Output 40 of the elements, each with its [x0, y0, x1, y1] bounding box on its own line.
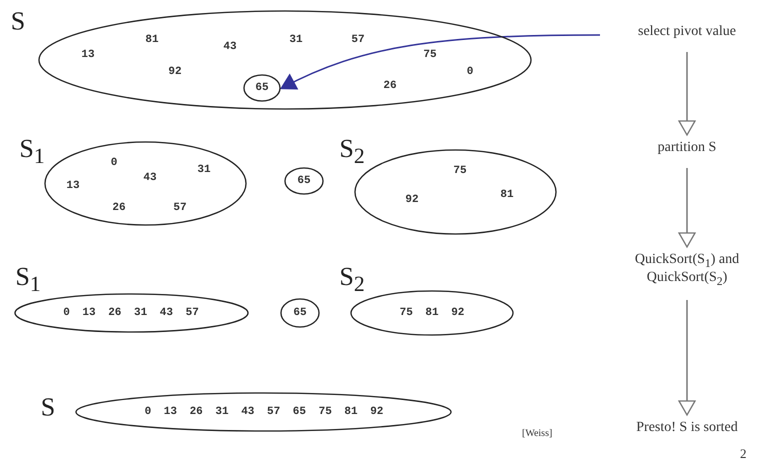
set-label: S: [40, 394, 56, 422]
number: 43: [143, 172, 157, 184]
page-number: 2: [740, 446, 746, 462]
number: 75: [453, 164, 467, 178]
set-label: S$_{1}$: [19, 135, 45, 169]
number: 65: [293, 306, 307, 320]
set-label: S$_{2}$: [339, 263, 365, 297]
step-label: Presto! S is sorted: [602, 420, 765, 442]
number: 81: [500, 188, 514, 202]
set-label: S$_{2}$: [339, 135, 365, 169]
citation: [Weiss]: [522, 428, 552, 439]
number: 92: [405, 194, 419, 206]
number: 0: [466, 66, 474, 78]
number: 0 13 26 31 43 57: [63, 306, 199, 320]
number: 0: [110, 156, 118, 170]
set-label: S: [10, 8, 26, 36]
number: 13: [81, 48, 95, 62]
number: 57: [351, 34, 365, 46]
arrow: [678, 52, 696, 136]
number: 13: [66, 180, 80, 192]
number: 75 81 92: [400, 306, 464, 320]
number: 75: [423, 48, 437, 62]
arrow: [678, 300, 696, 416]
number: 26: [383, 80, 397, 92]
step-label: select pivot value: [604, 24, 765, 46]
step-label: QuickSort(S$_{1}$) and QuickSort(S$_{2}$): [612, 252, 762, 294]
set-label: S$_{1}$: [15, 263, 41, 297]
arrow: [678, 168, 696, 248]
arrow: [280, 34, 600, 90]
number: 31: [197, 164, 211, 176]
number: 81: [145, 34, 159, 46]
number: 26: [112, 202, 126, 214]
number: 65: [297, 174, 311, 188]
number: 92: [168, 66, 182, 78]
step-label: partition S: [632, 140, 742, 162]
number: 65: [255, 82, 269, 94]
number: 57: [173, 202, 187, 214]
number: 43: [223, 40, 237, 54]
number: 0 13 26 31 43 57 65 75 81 92: [144, 406, 384, 418]
number: 31: [289, 34, 303, 46]
